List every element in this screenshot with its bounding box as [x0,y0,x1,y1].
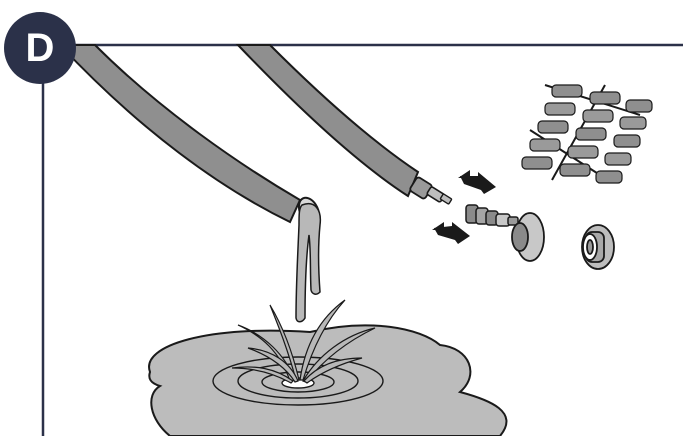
step-badge: D [4,12,76,84]
dripper-grid [522,85,652,183]
connector-nipple [466,205,518,226]
sleeve-cap [582,225,614,269]
water-stream [296,204,320,322]
push-arrow-upper [458,170,496,194]
right-hose [238,45,452,204]
water-puddle [149,325,506,436]
push-arrow-lower [432,222,470,244]
